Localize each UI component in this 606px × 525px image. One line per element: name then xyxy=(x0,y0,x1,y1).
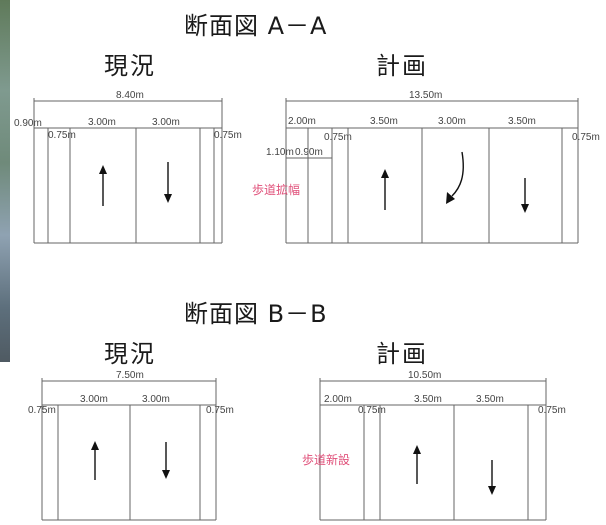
dim-lane-2: 3.00m xyxy=(142,394,170,405)
dim-total: 10.50m xyxy=(408,370,441,381)
section-b-current-label: 現況 xyxy=(104,340,156,368)
sidewalk-widening-label: 歩道拡幅 xyxy=(252,182,300,197)
turn-arrow-icon xyxy=(446,151,464,204)
section-b-plan-diagram: 10.50m 2.00m 0.75m 3.50m 3.50m 0.75m 歩道新… xyxy=(302,370,566,521)
dim-lane-2: 3.00m xyxy=(152,117,180,128)
dim-sidewalk-sub-2: 0.90m xyxy=(295,147,323,158)
photo-strip xyxy=(0,0,10,362)
dim-sidewalk-sub-1: 1.10m xyxy=(266,147,294,158)
section-a-current-outline xyxy=(33,98,223,244)
dim-lane-1: 3.50m xyxy=(414,394,442,405)
up-arrow-icon xyxy=(91,441,99,480)
down-arrow-icon xyxy=(488,460,496,495)
section-b-plan-outline xyxy=(319,378,547,521)
dim-total: 7.50m xyxy=(116,370,144,381)
up-arrow-icon xyxy=(413,445,421,484)
section-a-plan-diagram: 13.50m 2.00m 1.10m 0.90m 0.75m 3.50m 3.0… xyxy=(252,90,600,244)
dim-lane-1: 3.00m xyxy=(80,394,108,405)
section-a-title: 断面図 A－A xyxy=(184,12,328,40)
dim-shoulder-left: 0.75m xyxy=(358,405,386,416)
dim-sidewalk: 2.00m xyxy=(324,394,352,405)
up-arrow-icon xyxy=(99,165,107,206)
section-a-plan-dimensions: 13.50m 2.00m 1.10m 0.90m 0.75m 3.50m 3.0… xyxy=(266,90,600,159)
dim-lane-2: 3.50m xyxy=(476,394,504,405)
dim-total: 8.40m xyxy=(116,90,144,101)
dim-shoulder-right: 0.75m xyxy=(214,130,242,141)
down-arrow-icon xyxy=(164,162,172,203)
up-arrow-icon xyxy=(381,169,389,210)
dim-shoulder-left: 0.75m xyxy=(324,132,352,143)
section-b-current-diagram: 7.50m 0.75m 3.00m 3.00m 0.75m xyxy=(28,370,234,521)
dim-shoulder-right: 0.75m xyxy=(572,132,600,143)
dim-shoulder-right: 0.75m xyxy=(206,405,234,416)
section-a-current-diagram: 8.40m 0.90m 0.75m 3.00m 3.00m 0.75m xyxy=(14,90,242,244)
dim-shoulder-right: 0.75m xyxy=(538,405,566,416)
dim-lane-3: 3.50m xyxy=(508,116,536,127)
section-b-plan-dimensions: 10.50m 2.00m 0.75m 3.50m 3.50m 0.75m xyxy=(320,370,566,416)
section-b-current-dimensions: 7.50m 0.75m 3.00m 3.00m 0.75m xyxy=(28,370,234,416)
dim-total: 13.50m xyxy=(409,90,442,101)
down-arrow-icon xyxy=(521,178,529,213)
section-b-current-outline xyxy=(41,378,217,521)
down-arrow-icon xyxy=(162,442,170,479)
section-a-plan-outline xyxy=(285,98,579,244)
section-a-current-label: 現況 xyxy=(104,52,156,80)
dim-shoulder-left: 0.75m xyxy=(48,130,76,141)
section-a-current-dimensions: 8.40m 0.90m 0.75m 3.00m 3.00m 0.75m xyxy=(14,90,242,141)
section-a-plan-label: 計画 xyxy=(376,52,428,80)
section-b-plan-label: 計画 xyxy=(376,340,428,368)
new-sidewalk-label: 歩道新設 xyxy=(302,452,350,467)
section-b-title: 断面図 B－B xyxy=(184,300,328,328)
dim-lane-1: 3.00m xyxy=(88,117,116,128)
dim-lane-1: 3.50m xyxy=(370,116,398,127)
dim-sidewalk-left: 0.90m xyxy=(14,118,42,129)
dim-lane-2: 3.00m xyxy=(438,116,466,127)
dim-sidewalk: 2.00m xyxy=(288,116,316,127)
